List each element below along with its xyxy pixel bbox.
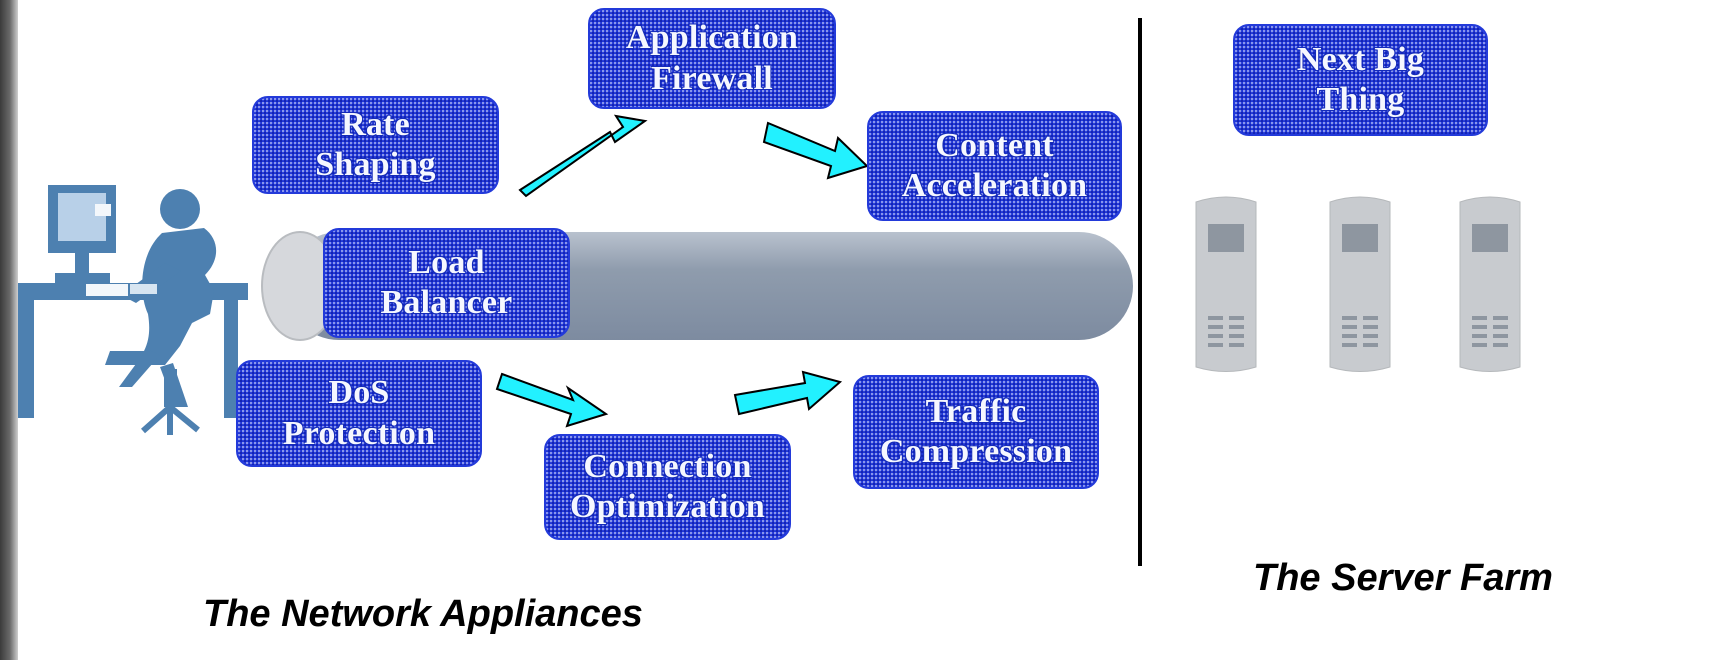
- left-edge-strip: [0, 0, 18, 660]
- arrow-to-application-firewall: [518, 114, 648, 198]
- dos-protection-box: DoS Protection: [236, 360, 482, 467]
- flow-arrows: [495, 114, 869, 428]
- server-tower-icon-1: [1195, 196, 1257, 372]
- user-at-computer-icon: [18, 185, 248, 435]
- arrow-to-content-acceleration: [762, 121, 869, 180]
- server-tower-icon-3: [1459, 196, 1521, 372]
- server-farm-label: The Server Farm: [1253, 557, 1553, 599]
- network-appliances-label: The Network Appliances: [203, 593, 643, 635]
- rate-shaping-box: Rate Shaping: [252, 96, 499, 194]
- load-balancer-box: Load Balancer: [323, 228, 570, 338]
- next-big-thing-box: Next Big Thing: [1233, 24, 1488, 136]
- arrow-to-connection-optimization: [495, 372, 609, 428]
- server-tower-icon-2: [1329, 196, 1391, 372]
- traffic-compression-box: Traffic Compression: [853, 375, 1099, 489]
- connection-optimization-box: Connection Optimization: [544, 434, 791, 540]
- arrow-to-traffic-compression: [733, 370, 843, 416]
- application-firewall-box: Application Firewall: [588, 8, 836, 109]
- server-farm-divider: [1138, 18, 1142, 566]
- content-acceleration-box: Content Acceleration: [867, 111, 1122, 221]
